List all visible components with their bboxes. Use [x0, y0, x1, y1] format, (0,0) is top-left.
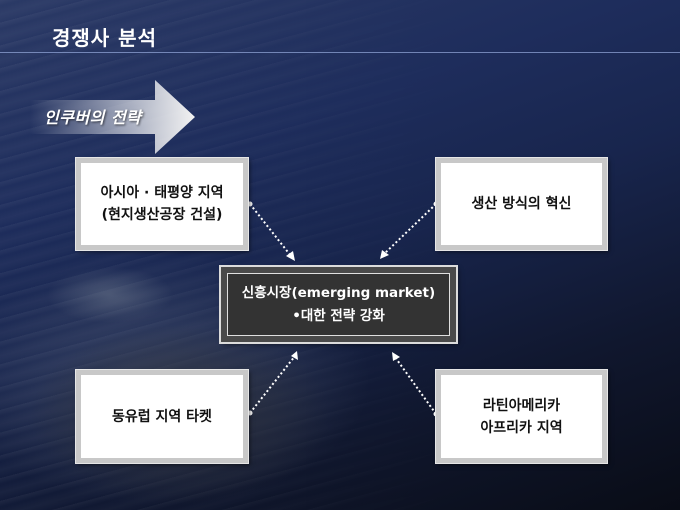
arrow-label: 인쿠버의 전략 — [44, 108, 142, 127]
box-eastern-europe: 동유럽 지역 타켓 — [75, 369, 249, 464]
slide-title: 경쟁사 분석 — [52, 26, 157, 50]
box-latin-america-africa: 라틴아메리카 아프리카 지역 — [435, 369, 608, 464]
box-asia-pacific: 아시아 · 태평양 지역 (현지생산공장 건설) — [75, 157, 249, 251]
box-production-innovation-line1: 생산 방식의 혁신 — [471, 196, 572, 212]
box-production-innovation: 생산 방식의 혁신 — [435, 157, 608, 251]
box-eastern-europe-line1: 동유럽 지역 타켓 — [112, 408, 212, 425]
title-divider — [0, 52, 680, 53]
arrow-shape — [30, 80, 195, 154]
box-asia-pacific-line1: 아시아 · 태평양 지역 — [100, 185, 224, 201]
center-box-emerging-market: 신흥시장(emerging market) •대한 전략 강화 — [219, 265, 458, 344]
box-asia-pacific-line2: (현지생산공장 건설) — [101, 207, 223, 223]
center-box-line1: 신흥시장(emerging market) — [241, 284, 436, 301]
box-latin-america-africa-line2: 아프리카 지역 — [480, 419, 563, 436]
box-latin-america-africa-line1: 라틴아메리카 — [482, 397, 561, 414]
center-box-line2: •대한 전략 강화 — [292, 307, 385, 324]
